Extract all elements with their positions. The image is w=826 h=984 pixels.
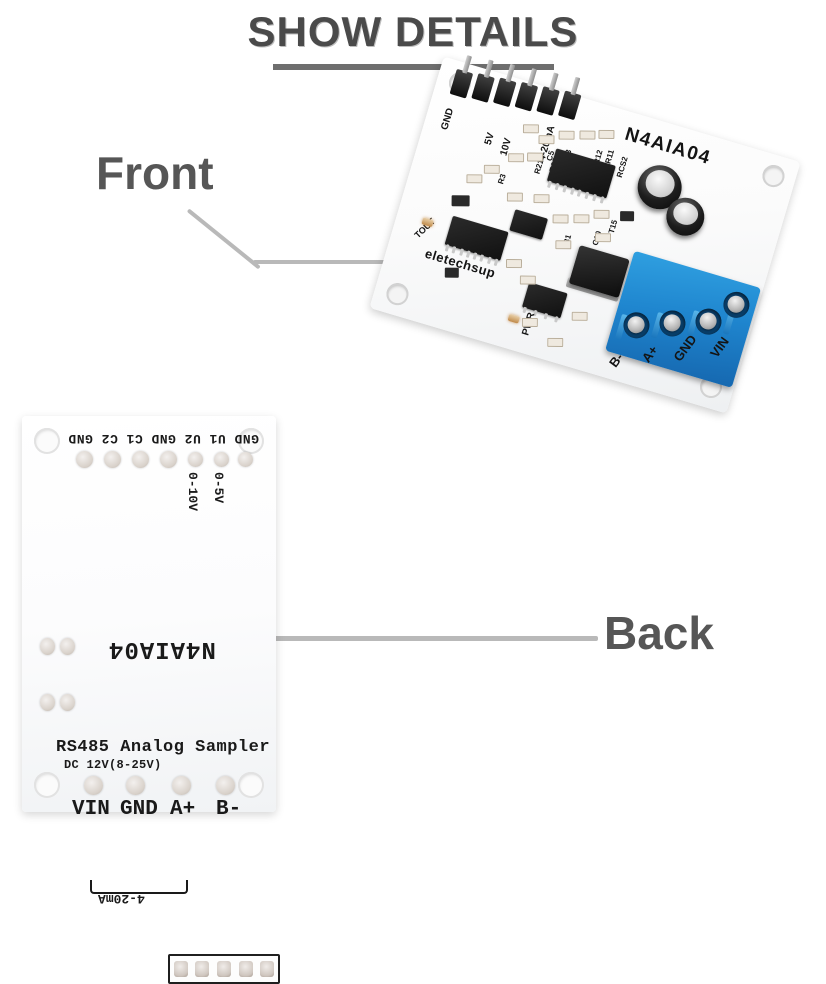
header-pin: [527, 68, 538, 87]
front-silk-t15: T15: [606, 218, 620, 235]
terminal-solder-pad: [84, 776, 103, 795]
mounting-hole: [238, 772, 264, 798]
smd-transistor: [620, 211, 635, 222]
terminal-solder-pad: [216, 776, 235, 795]
back-silk-product-name: RS485 Analog Sampler: [56, 738, 271, 757]
header-pin-housing: [471, 73, 495, 103]
page-title-block: SHOW DETAILS: [0, 8, 826, 70]
front-silk-label-gnd: GND: [439, 106, 457, 132]
back-header-footprint: [168, 954, 280, 984]
solder-pad: [188, 452, 203, 467]
smd-transistor: [444, 267, 459, 278]
solder-pad: [132, 451, 149, 468]
terminal-screw[interactable]: [725, 293, 747, 315]
mounting-hole: [759, 162, 788, 190]
terminal-solder-pad: [126, 776, 145, 795]
back-silk-power-spec: DC 12V(8-25V): [64, 758, 162, 772]
smd-resistor: [527, 152, 544, 162]
solder-pad: [214, 452, 229, 467]
front-callout-label: Front: [96, 147, 214, 199]
smd-resistor: [533, 194, 550, 204]
smd-resistor: [593, 209, 610, 219]
header-pin: [548, 72, 559, 92]
back-silk-pad-b-minus: B-: [216, 798, 242, 821]
ic-chip-soic8-2: [509, 209, 549, 240]
front-silk-r3: R3: [496, 172, 508, 186]
header-pin-housing: [492, 77, 517, 108]
solder-pad: [60, 694, 75, 711]
mounting-hole: [34, 428, 60, 454]
header-pin: [570, 76, 581, 96]
screw-terminal-block[interactable]: [605, 250, 762, 388]
power-led: [507, 313, 521, 324]
terminal-screw[interactable]: [661, 312, 683, 334]
smd-resistor: [506, 192, 523, 202]
title-underline-rule: [272, 64, 554, 70]
header-pin-housing: [536, 86, 560, 116]
solder-pad: [238, 452, 253, 467]
solder-pad: [60, 638, 75, 655]
solder-pad: [160, 451, 177, 468]
back-silk-pad-vin: VIN: [72, 798, 110, 821]
smd-resistor: [579, 130, 596, 140]
header-solder-pad: [238, 961, 253, 977]
solder-pad: [40, 694, 55, 711]
front-board-photo: N4AIA04 eletechsup GND 5V 10V 4-20mA TOU…: [369, 55, 809, 441]
solder-pad: [104, 451, 121, 468]
smd-resistor: [558, 130, 575, 140]
terminal-screw[interactable]: [697, 310, 719, 332]
back-callout-line: [268, 636, 598, 641]
smd-resistor: [521, 317, 538, 328]
smd-resistor: [552, 214, 569, 224]
mounting-hole: [383, 280, 412, 308]
terminal-port-4[interactable]: [720, 288, 753, 322]
page-title: SHOW DETAILS: [247, 8, 579, 55]
smd-resistor: [505, 258, 523, 269]
header-solder-pad: [195, 961, 210, 977]
back-silk-range-0-10v: 0-10V: [185, 472, 200, 512]
header-solder-pad: [173, 961, 188, 977]
solder-pad: [40, 638, 55, 655]
back-silk-range-4-20ma: 4-20mA: [98, 891, 145, 906]
header-pin: [483, 59, 494, 79]
smd-resistor: [598, 129, 615, 140]
terminal-screw[interactable]: [625, 314, 647, 336]
front-callout-line-diagonal: [186, 208, 261, 270]
smd-resistor: [571, 311, 588, 321]
smd-resistor: [538, 135, 555, 145]
smd-resistor: [508, 153, 525, 163]
smd-resistor: [522, 124, 539, 134]
header-solder-pad: [216, 961, 231, 977]
back-silk-top-pad-labels: GND U1 U2 GND C1 C2 GND: [68, 431, 259, 446]
header-pin-housing: [514, 81, 539, 112]
terminal-solder-pad: [172, 776, 191, 795]
header-pin-housing: [557, 90, 582, 121]
smd-resistor: [483, 164, 500, 174]
smd-resistor: [573, 214, 590, 224]
front-pcb: N4AIA04 eletechsup GND 5V 10V 4-20mA TOU…: [369, 55, 801, 414]
smd-resistor: [519, 275, 536, 285]
back-silk-model: N4AIA04: [108, 635, 216, 662]
front-silk-label-5v: 5V: [482, 131, 497, 147]
back-silk-pad-gnd: GND: [120, 798, 158, 821]
back-silk-range-0-5v: 0-5V: [211, 472, 226, 504]
back-callout-label: Back: [604, 607, 714, 659]
smd-resistor: [466, 174, 483, 184]
front-silk-rcs2: RCS2: [614, 155, 630, 179]
back-pcb: GND U1 U2 GND C1 C2 GND 4-20mA 0-10V 0-5…: [22, 416, 280, 984]
back-silk-pad-a-plus: A+: [170, 798, 196, 821]
front-silkscreen-model: N4AIA04: [622, 123, 714, 170]
smd-resistor: [555, 240, 572, 250]
smd-transistor: [451, 195, 470, 207]
solder-pad: [76, 451, 93, 468]
mounting-hole: [34, 772, 60, 798]
smd-resistor: [547, 337, 564, 348]
smd-resistor: [594, 233, 612, 243]
header-solder-pad: [260, 961, 275, 977]
header-pin: [462, 55, 473, 74]
mounting-hole: [238, 428, 264, 454]
